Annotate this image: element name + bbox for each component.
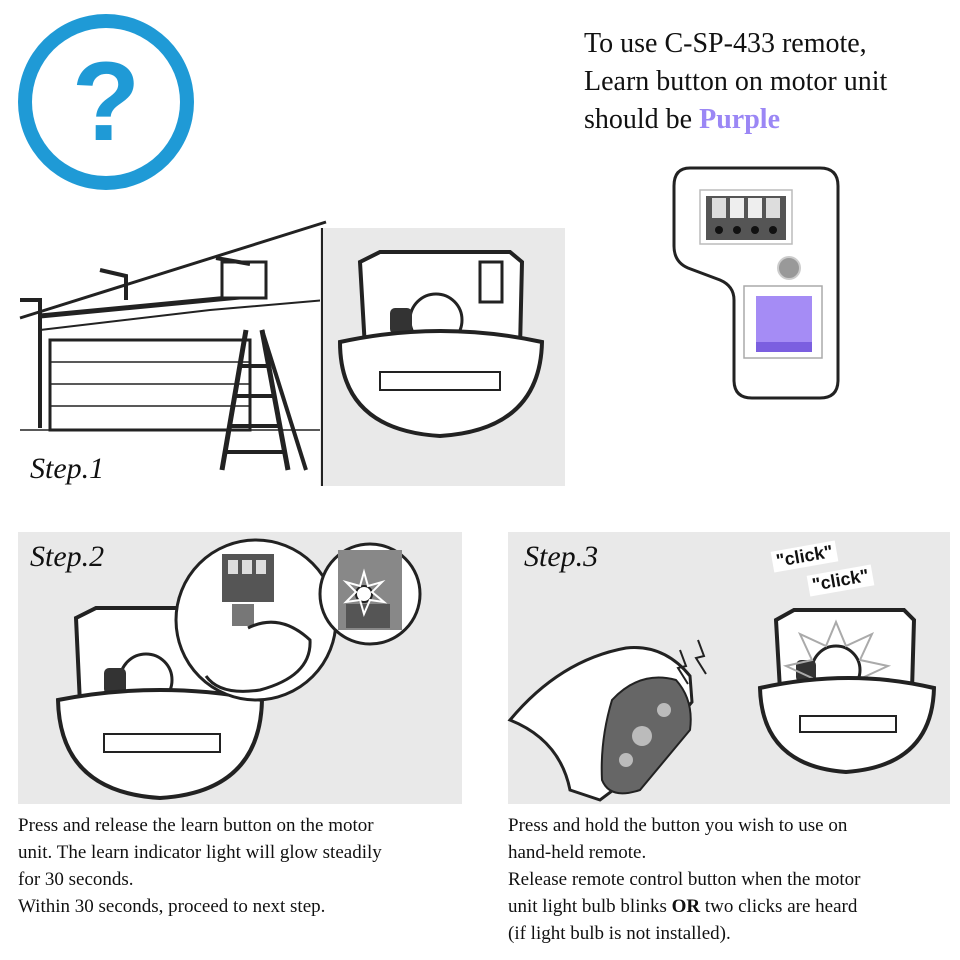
header-title: How to xyxy=(226,38,360,82)
step3-caption-line4: unit light bulb blinks OR two clicks are… xyxy=(508,893,857,920)
step2-label: Step.2 xyxy=(30,540,105,573)
step3-label: Step.3 xyxy=(524,540,599,573)
step3-caption-line5: (if light bulb is not installed). xyxy=(508,923,731,944)
note-line3-prefix: should be xyxy=(584,104,700,135)
step3-caption-line4-prefix: unit light bulb blinks xyxy=(508,896,672,917)
note-purple-word: Purple xyxy=(699,104,780,135)
terminal-dot-1 xyxy=(715,226,723,234)
note-line3: should be Purple xyxy=(584,104,780,136)
step2-caption-line3: for 30 seconds. xyxy=(18,869,134,890)
question-mark-icon: ? xyxy=(71,39,141,164)
header-subtitle-line1: Program new remote xyxy=(226,88,488,119)
learn-indicator-light xyxy=(777,256,801,280)
learn-light-glow xyxy=(355,585,373,603)
step3-caption-line3: Release remote control button when the m… xyxy=(508,869,861,890)
step2-caption-line4: Within 30 seconds, proceed to next step. xyxy=(18,896,326,917)
step3-caption-line4-suffix: two clicks are heard xyxy=(700,896,858,917)
step3-caption-or: OR xyxy=(671,896,701,917)
header-subtitle-line2: to garage opener xyxy=(226,128,440,159)
step3-caption-line1: Press and hold the button you wish to us… xyxy=(508,815,848,836)
terminal-dot-3 xyxy=(751,226,759,234)
terminal-dot-4 xyxy=(769,226,777,234)
terminal-dot-2 xyxy=(733,226,741,234)
step2-caption-line1: Press and release the learn button on th… xyxy=(18,815,374,836)
question-mark-badge: ? xyxy=(18,14,194,190)
step1-label: Step.1 xyxy=(30,452,105,485)
step3-caption-line2: hand-held remote. xyxy=(508,842,647,863)
note-line1: To use C-SP-433 remote, xyxy=(584,28,867,59)
note-line2: Learn button on motor unit xyxy=(584,66,888,97)
step2-caption-line2: unit. The learn indicator light will glo… xyxy=(18,842,382,863)
